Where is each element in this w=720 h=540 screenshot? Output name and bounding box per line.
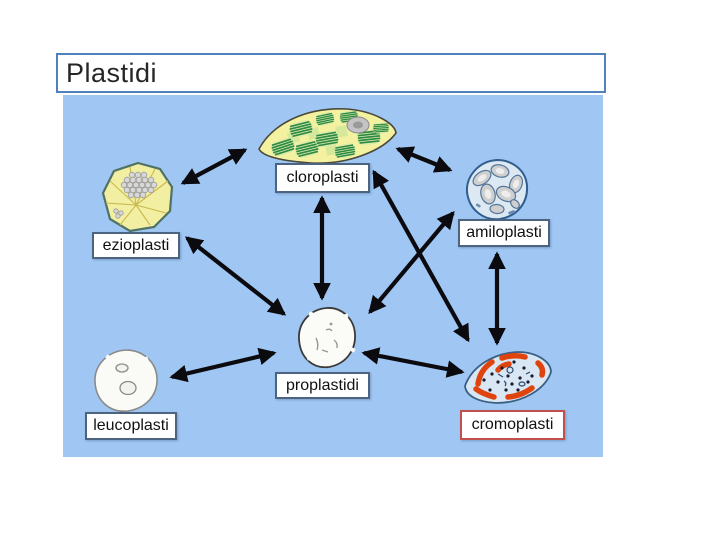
page-title: Plastidi bbox=[66, 57, 158, 88]
arrow-cloroplasti-amiloplasti bbox=[395, 146, 453, 173]
label-cloroplasti-text: cloroplasti bbox=[286, 169, 359, 186]
label-ezioplasti: ezioplasti bbox=[92, 232, 180, 259]
proplastid-illustration bbox=[298, 307, 356, 369]
arrow-cloroplasti-cromoplasti bbox=[372, 169, 470, 343]
label-proplastidi-text: proplastidi bbox=[286, 376, 359, 394]
arrow-proplastidi-cromoplasti bbox=[361, 347, 465, 378]
label-amiloplasti-text: amiloplasti bbox=[466, 224, 542, 241]
etioplast-illustration bbox=[101, 161, 174, 233]
label-leucoplasti-text: leucoplasti bbox=[93, 417, 169, 434]
chromoplast-illustration bbox=[464, 351, 552, 404]
label-proplastidi: proplastidi bbox=[275, 372, 370, 399]
amyloplast-illustration bbox=[465, 158, 529, 221]
title-box: Plastidi bbox=[56, 53, 606, 93]
label-cromoplasti: cromoplasti bbox=[460, 410, 565, 440]
leucoplast-illustration bbox=[94, 349, 158, 412]
label-ezioplasti-text: ezioplasti bbox=[102, 236, 170, 254]
arrow-ezioplasti-proplastidi bbox=[184, 236, 287, 316]
arrows-layer bbox=[169, 146, 506, 383]
label-cromoplasti-text: cromoplasti bbox=[471, 416, 554, 433]
arrow-ezioplasti-cloroplasti bbox=[180, 148, 248, 185]
arrow-proplastidi-amiloplasti bbox=[368, 210, 455, 315]
arrow-leucoplasti-proplastidi bbox=[169, 347, 277, 383]
label-leucoplasti: leucoplasti bbox=[85, 412, 177, 440]
chloroplast-illustration bbox=[258, 108, 397, 164]
label-amiloplasti: amiloplasti bbox=[458, 219, 550, 247]
diagram-panel: cloroplasti ezioplasti amiloplasti propl… bbox=[63, 95, 603, 457]
label-cloroplasti: cloroplasti bbox=[275, 163, 370, 193]
